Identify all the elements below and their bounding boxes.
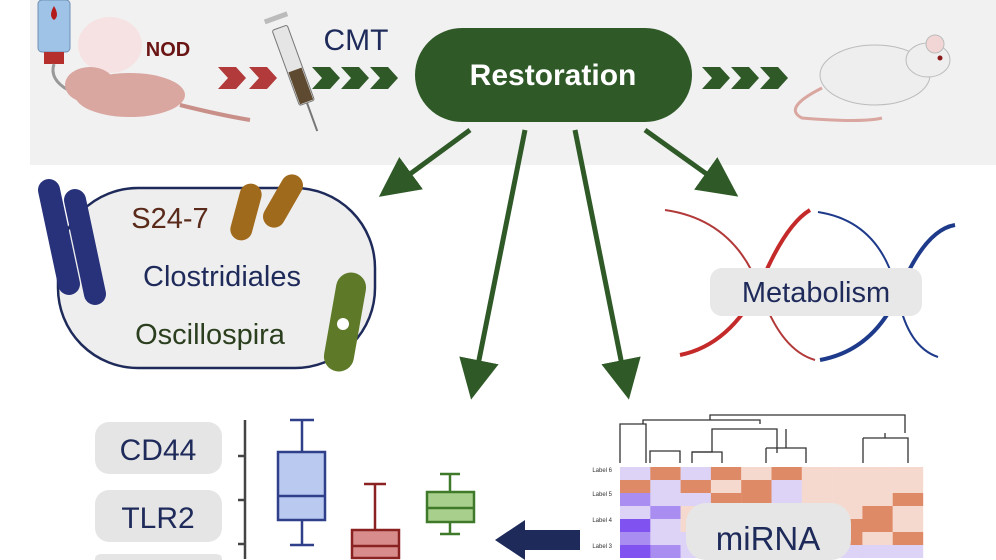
left-arrow-icon [495, 520, 580, 560]
heatmap-cell [892, 519, 924, 532]
row-label-4: Label 4 [592, 518, 612, 524]
heatmap-cell [862, 532, 893, 545]
bacteria-oscillospira: Oscillospira [135, 319, 286, 351]
heatmap-cell [650, 467, 681, 480]
heatmap-cell [862, 506, 893, 519]
heatmap-cell [620, 506, 651, 519]
heatmap-cell [832, 493, 863, 506]
heatmap-cell [650, 493, 681, 506]
heatmap-cell [650, 480, 681, 493]
heatmap-cell [620, 467, 651, 480]
box-blue [276, 418, 327, 547]
heatmap-cell [832, 467, 863, 480]
heatmap-cell [650, 506, 681, 519]
heatmap-cell [650, 545, 681, 558]
newborn-mouse-icon [65, 17, 251, 122]
green-chevron-arrows-right [702, 67, 788, 89]
heatmap-cell [771, 467, 802, 480]
adult-mouse-icon [793, 34, 951, 122]
heatmap-cell [680, 493, 712, 506]
heatmap-cell [710, 467, 742, 480]
heatmap-cell [620, 480, 651, 493]
red-chevron-arrows [218, 67, 277, 89]
green-chevron-arrows-left [312, 67, 398, 89]
heatmap-cell [620, 493, 651, 506]
restoration-pill [415, 28, 692, 122]
heatmap-cell [620, 519, 651, 532]
heatmap-cell [862, 480, 893, 493]
syringe-icon [263, 11, 319, 132]
marker-tlr2-box [95, 490, 222, 542]
mirna-box [686, 503, 851, 560]
heatmap-cell [892, 467, 924, 480]
heatmap-cell [862, 519, 893, 532]
heatmap-cell [862, 545, 893, 558]
heatmap-cell [771, 493, 802, 506]
heatmap-cell [741, 467, 772, 480]
metabolism-box [710, 268, 922, 316]
marker-tlr2: TLR2 [121, 502, 194, 535]
row-label-6: Label 6 [592, 468, 612, 474]
heatmap-cell [680, 467, 712, 480]
restoration-arrows [378, 127, 739, 400]
marker-cd44: CD44 [120, 434, 197, 467]
heatmap-cell [832, 480, 863, 493]
cmt-label: CMT [324, 24, 389, 57]
heatmap-cell [710, 493, 742, 506]
dendrogram [619, 414, 909, 463]
heatmap-cell [892, 493, 924, 506]
heatmap-cell [771, 480, 802, 493]
row-label-5: Label 5 [592, 492, 612, 498]
iv-bag-icon [37, 0, 71, 92]
heatmap-cell [741, 480, 772, 493]
heatmap-cell [892, 506, 924, 519]
heatmap-cell [741, 493, 772, 506]
heatmap-cell [680, 480, 712, 493]
heatmap-cell [801, 493, 833, 506]
heatmap-cell [892, 480, 924, 493]
heatmap-cell [620, 545, 651, 558]
bacteria-s24-7: S24-7 [131, 203, 208, 235]
heatmap-cell [620, 532, 651, 545]
heatmap-cell [892, 545, 924, 558]
row-label-3: Label 3 [592, 544, 612, 550]
metabolism-label: Metabolism [742, 277, 890, 309]
mirna-label: miRNA [716, 520, 821, 557]
heatmap-cell [862, 467, 893, 480]
bacteria-icons [38, 174, 367, 372]
box-green [425, 472, 476, 536]
heatmap-cell [650, 519, 681, 532]
box-red [350, 482, 401, 560]
marker-third-box [95, 554, 222, 560]
restoration-label: Restoration [470, 59, 637, 92]
heatmap-cell [801, 480, 833, 493]
heatmap-row-labels: Label 6 Label 5 Label 4 Label 3 [592, 468, 612, 550]
bacteria-clostridiales: Clostridiales [143, 261, 301, 293]
heatmap-cell [650, 532, 681, 545]
heatmap-cell [801, 467, 833, 480]
heatmap-cell [862, 493, 893, 506]
marker-cd44-box [95, 422, 222, 474]
nod-label: NOD [146, 39, 190, 61]
heatmap-cell [710, 480, 742, 493]
boxplot [238, 418, 476, 560]
heatmap-cell [892, 532, 924, 545]
